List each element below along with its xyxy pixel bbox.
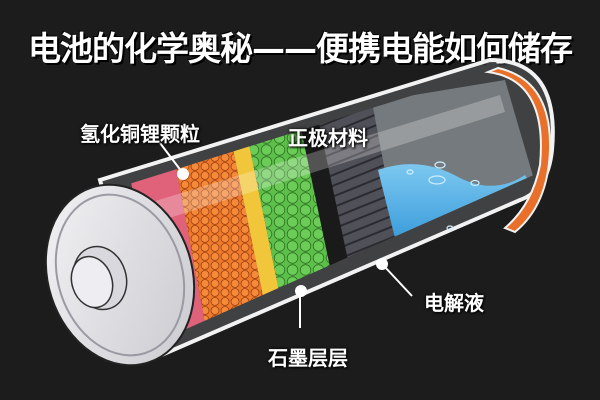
orange-particle-layer	[175, 144, 270, 345]
label-graphite: 石墨层层	[268, 346, 348, 370]
label-electrolyte: 电解液	[424, 291, 484, 315]
label-anode-particles: 氢化铜锂颗粒	[80, 122, 200, 146]
label-cathode: 正极材料	[288, 126, 368, 150]
yellow-band	[232, 139, 286, 330]
end-ring	[484, 66, 552, 234]
